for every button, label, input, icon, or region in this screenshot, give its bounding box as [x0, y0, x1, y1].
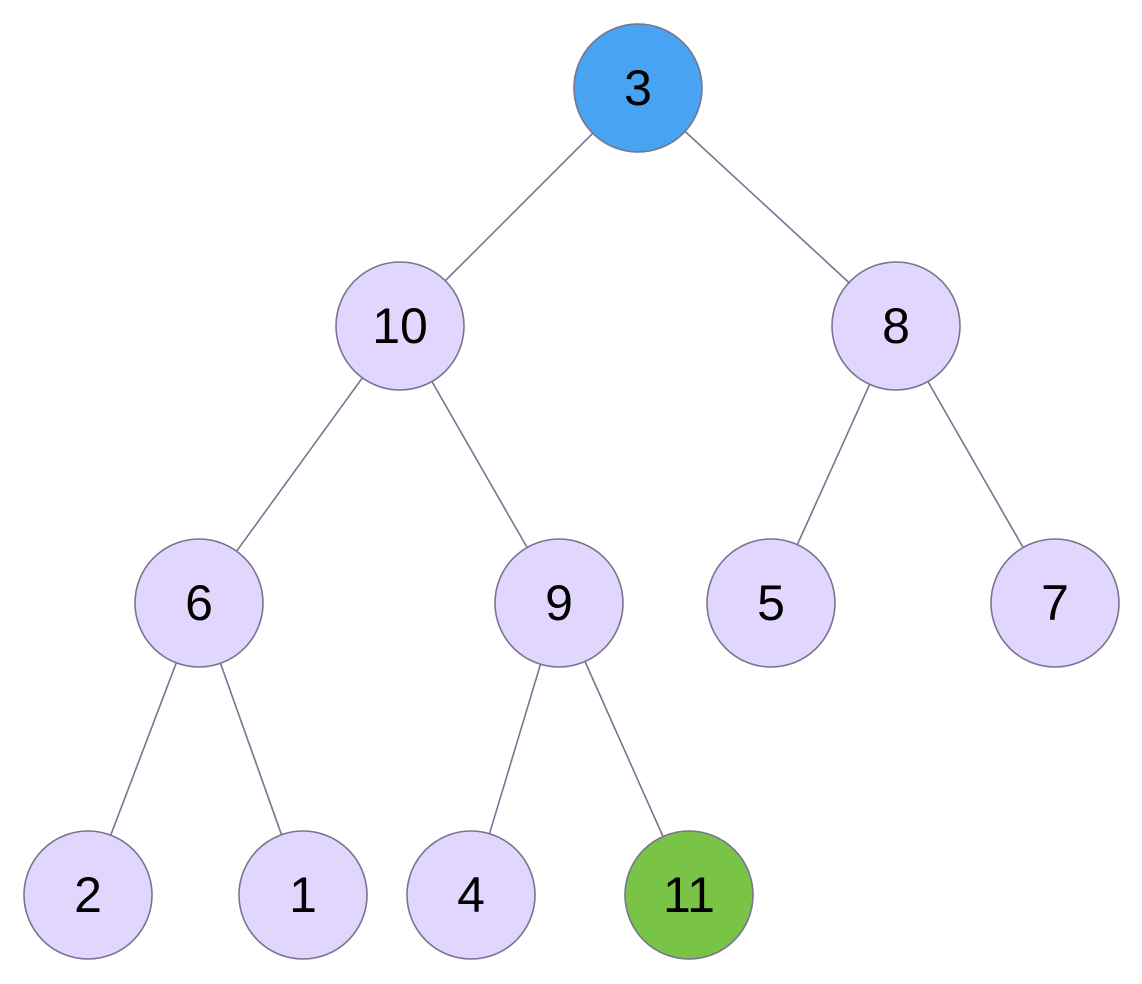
- node-label-6: 6: [185, 575, 213, 631]
- edge-n3-n8: [684, 130, 850, 284]
- node-label-4: 4: [457, 867, 485, 923]
- node-circle-9: [494, 538, 624, 668]
- edge-n3-n10: [444, 132, 594, 282]
- node-label-11: 11: [663, 867, 715, 923]
- edge-n9-n4: [488, 664, 542, 834]
- tree-node-8: 8: [831, 261, 961, 391]
- node-label-7: 7: [1041, 575, 1069, 631]
- tree-node-5: 5: [706, 538, 836, 668]
- node-circle-1: [238, 830, 368, 960]
- node-circle-8: [831, 261, 961, 391]
- node-circle-10: [335, 261, 465, 391]
- tree-node-2: 2: [23, 830, 153, 960]
- edge-n6-n1: [219, 663, 283, 835]
- edge-n9-n11: [584, 661, 664, 837]
- tree-nodes: 3 10 8 6 9 5 7 2 1 4 11: [23, 23, 1120, 960]
- node-label-8: 8: [882, 298, 910, 354]
- edge-n8-n5: [796, 383, 871, 546]
- tree-node-3: 3: [573, 23, 703, 153]
- node-label-10: 10: [372, 298, 428, 354]
- tree-node-1: 1: [238, 830, 368, 960]
- tree-node-10: 10: [335, 261, 465, 391]
- node-circle-11: [624, 830, 754, 960]
- node-circle-4: [406, 830, 536, 960]
- edge-n10-n9: [431, 381, 528, 548]
- node-circle-3: [573, 23, 703, 153]
- node-label-1: 1: [289, 867, 317, 923]
- node-label-3: 3: [624, 60, 652, 116]
- edge-n10-n6: [235, 377, 364, 552]
- node-label-9: 9: [545, 575, 573, 631]
- edge-n8-n7: [927, 381, 1024, 548]
- node-label-5: 5: [757, 575, 785, 631]
- node-circle-6: [134, 538, 264, 668]
- node-circle-5: [706, 538, 836, 668]
- node-circle-7: [990, 538, 1120, 668]
- node-label-2: 2: [74, 867, 102, 923]
- tree-node-6: 6: [134, 538, 264, 668]
- tree-node-9: 9: [494, 538, 624, 668]
- tree-edges: [109, 130, 1024, 837]
- node-circle-2: [23, 830, 153, 960]
- tree-node-7: 7: [990, 538, 1120, 668]
- tree-node-11: 11: [624, 830, 754, 960]
- edge-n6-n2: [109, 662, 178, 836]
- tree-node-4: 4: [406, 830, 536, 960]
